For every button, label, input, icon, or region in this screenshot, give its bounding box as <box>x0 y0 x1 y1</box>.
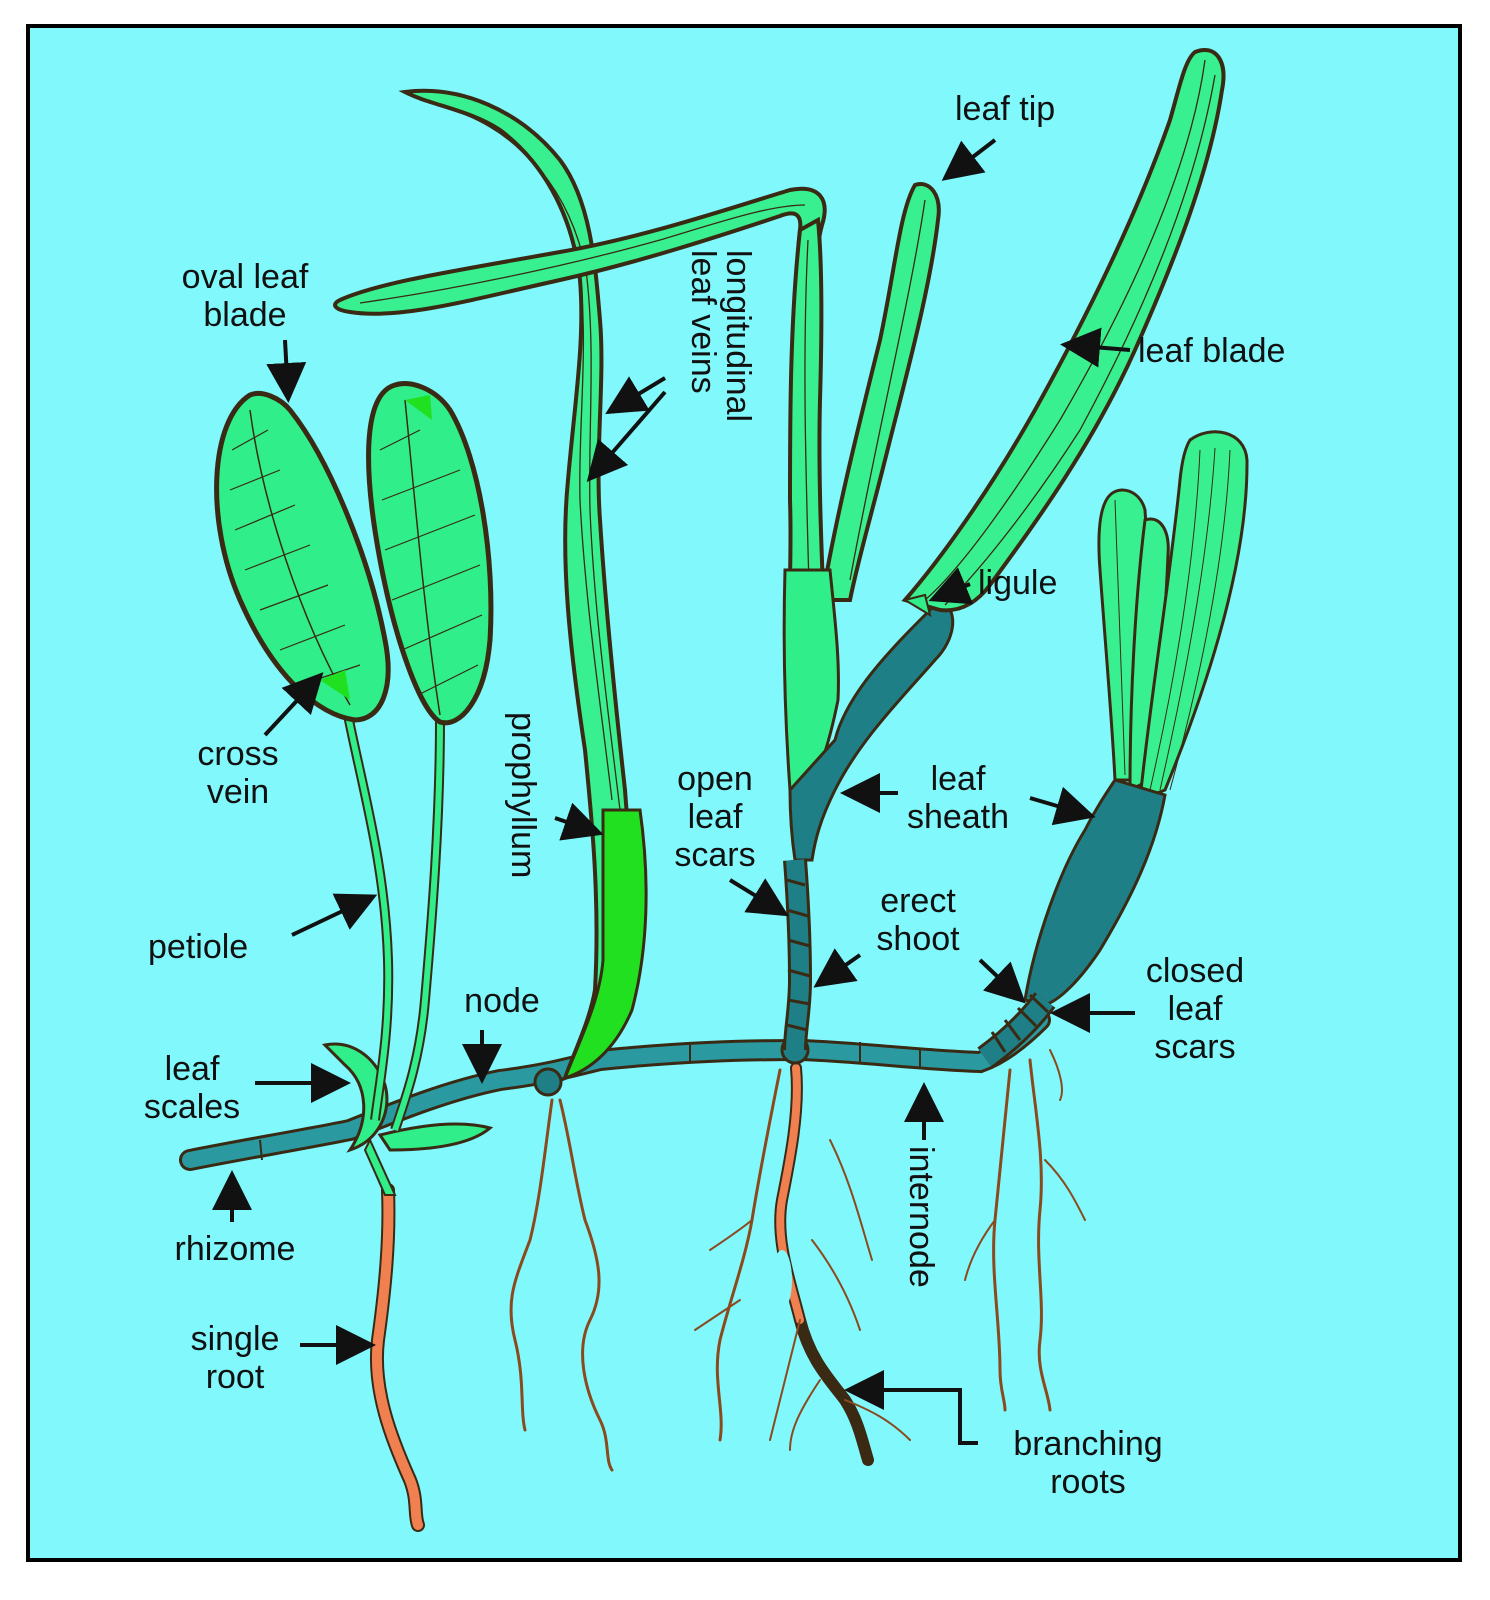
ligule <box>902 593 932 618</box>
label-ligule: ligule <box>978 564 1057 602</box>
label-open-leaf-scars-3: scars <box>674 836 755 874</box>
node-root-left <box>509 1098 554 1432</box>
arrow-longitudinal-1 <box>605 376 667 415</box>
oval-leaf-blade-right <box>366 381 494 726</box>
open-scar-shoot <box>782 182 955 1051</box>
label-node: node <box>464 982 540 1020</box>
label-petiole: petiole <box>148 928 248 966</box>
label-cross-vein-1: cross <box>197 735 278 773</box>
label-single-root-2: root <box>206 1358 265 1396</box>
arrow-erect-shoot-left <box>813 948 862 988</box>
label-open-leaf-scars-1: open <box>677 760 753 798</box>
oval-leaf-blade-left <box>214 391 391 723</box>
arrow-leaf-blade <box>1060 327 1131 368</box>
arrow-petiole <box>291 893 378 937</box>
diagram-background <box>26 24 1462 1562</box>
arrow-prophyllum <box>554 802 604 841</box>
arrow-ligule <box>928 567 974 605</box>
arrow-leaf-tip <box>941 138 997 181</box>
label-longitudinal-1: longitudinal <box>719 250 757 422</box>
right-root-cluster-2 <box>1028 1058 1052 1412</box>
label-cross-vein-2: vein <box>207 773 269 811</box>
label-rhizome: rhizome <box>175 1230 296 1268</box>
closed-shoot-leaf-front <box>1138 430 1249 803</box>
right-root-cluster-1 <box>992 1068 1012 1412</box>
label-closed-leaf-scars-3: scars <box>1154 1028 1235 1066</box>
oval-leaves <box>214 381 494 1132</box>
label-leaf-blade: leaf blade <box>1138 332 1285 370</box>
label-closed-leaf-scars-2: leaf <box>1168 990 1223 1028</box>
arrow-cross-vein <box>263 672 324 737</box>
label-erect-shoot-2: shoot <box>876 920 960 958</box>
label-longitudinal-2: leaf veins <box>684 250 722 394</box>
arrow-leaf-sheath-right <box>1029 786 1096 826</box>
arrow-open-leaf-scars <box>728 878 789 917</box>
label-prophyllum: prophyllum <box>504 712 542 878</box>
node-root-right <box>558 1098 614 1472</box>
seedling-base <box>321 1042 494 1196</box>
arrow-longitudinal-2 <box>586 390 667 483</box>
leaf-scale-lower <box>377 1122 494 1152</box>
label-leaf-sheath-2: sheath <box>907 798 1009 836</box>
prophyllum-sheath <box>562 808 648 1081</box>
long-leaf-blade <box>901 48 1226 613</box>
leaf-scale <box>321 1042 389 1153</box>
arrow-erect-shoot-right <box>978 958 1026 1004</box>
label-leaf-scales-2: scales <box>144 1088 240 1126</box>
label-leaf-tip: leaf tip <box>955 90 1055 128</box>
labels: leaf tip oval leaf blade longitudinal le… <box>144 90 1286 1501</box>
label-erect-shoot-1: erect <box>880 882 956 920</box>
label-branching-roots-2: roots <box>1050 1463 1126 1501</box>
label-branching-roots-1: branching <box>1013 1425 1162 1463</box>
root-cavity <box>772 1250 792 1310</box>
tall-leaf-shoot <box>901 48 1226 618</box>
plant-illustration <box>179 48 1249 1532</box>
arrow-branching-roots <box>844 1370 978 1445</box>
label-oval-leaf-blade-2: blade <box>203 296 286 334</box>
prophyllum-shoot <box>398 88 648 1082</box>
label-open-leaf-scars-2: leaf <box>688 798 743 836</box>
rhizome-node-1 <box>533 1067 563 1097</box>
label-internode: internode <box>902 1146 940 1288</box>
label-closed-leaf-scars-1: closed <box>1146 952 1244 990</box>
label-leaf-scales-1: leaf <box>165 1050 220 1088</box>
arrow-oval-leaf-blade <box>266 339 307 403</box>
label-single-root-1: single <box>191 1320 280 1358</box>
label-arrows <box>212 138 1135 1445</box>
closed-scar-shoot <box>977 430 1249 1069</box>
label-oval-leaf-blade-1: oval leaf <box>182 258 309 296</box>
label-leaf-sheath-1: leaf <box>931 760 986 798</box>
roots <box>369 1049 1086 1532</box>
